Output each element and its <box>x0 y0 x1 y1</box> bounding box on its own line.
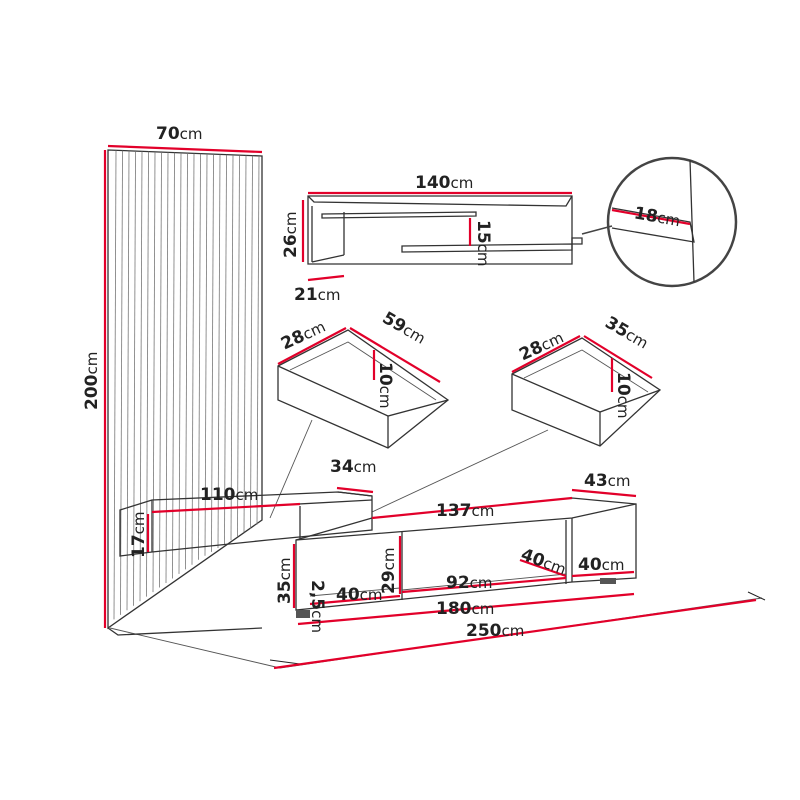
tv-top-width-line <box>371 496 573 520</box>
drawer-large-width-label: 59cm <box>379 308 429 349</box>
hanging-width-label: 110cm <box>200 485 258 505</box>
drawer-large-width-line <box>349 327 441 383</box>
tv-width-label: 180cm <box>436 599 494 619</box>
panel-slat <box>204 153 208 556</box>
drawer-small-width-label: 35cm <box>601 313 651 354</box>
panel-slat <box>113 150 117 620</box>
panel-slat <box>230 154 234 541</box>
wall-shelf <box>307 195 583 265</box>
middle-compartment-label: 92cm <box>446 573 493 593</box>
panel-width-line <box>107 144 263 154</box>
panel-slat <box>237 155 240 537</box>
panel-slat <box>185 153 188 570</box>
panel-slat <box>172 152 175 579</box>
drawer-large-depth-label: 28cm <box>278 317 329 355</box>
panel-slat <box>159 152 162 588</box>
panel-slat <box>198 153 201 560</box>
left-compartment-line <box>309 594 401 606</box>
left-compartment-label: 40cm <box>336 585 383 605</box>
panel-slat <box>243 155 247 533</box>
panel-slat <box>217 154 221 549</box>
leg-height-label: 2,5cm <box>307 580 327 633</box>
drawer-small-width-line <box>583 335 653 379</box>
leader-small-drawer <box>371 429 549 513</box>
panel-slat <box>256 156 260 525</box>
leader-large-drawer <box>269 419 313 519</box>
panel-slat <box>139 151 143 602</box>
drawer-large-depth-line <box>277 327 347 365</box>
shelf-depth-line <box>307 274 345 282</box>
detail-circle <box>581 156 738 288</box>
panel-slat <box>146 151 149 597</box>
detail-depth-label: 18cm <box>633 203 682 231</box>
tv-height-label: 35cm <box>275 557 295 604</box>
total-width-label: 250cm <box>466 621 524 641</box>
panel-slat <box>120 150 123 615</box>
shelf-depth-label: 21cm <box>294 285 341 305</box>
tv-compartment-height-label: 29cm <box>379 547 399 594</box>
shelf-inner-label: 15cm <box>473 220 493 267</box>
detail-depth-line <box>611 208 691 226</box>
panel-slat <box>126 150 130 611</box>
drawer-small-height-label: 10cm <box>613 372 633 419</box>
panel-slat <box>191 153 195 565</box>
small-drawer <box>511 337 662 447</box>
right-drawer-inner-label: 40cm <box>518 545 569 580</box>
drawer-small-depth-line <box>511 335 581 373</box>
panel-slat <box>211 154 214 552</box>
panel-width-label: 70cm <box>156 124 203 144</box>
panel-height-label: 200cm <box>82 352 102 410</box>
panel-slat <box>178 152 182 574</box>
panel-slats <box>113 150 260 620</box>
tv-depth-line <box>571 488 637 498</box>
slatted-wall-panel <box>107 149 263 636</box>
drawer-large-height-label: 10cm <box>375 362 395 409</box>
hanging-width-line <box>151 502 301 514</box>
total-width-line <box>273 598 757 670</box>
middle-compartment-line <box>401 576 567 594</box>
right-compartment-label: 40cm <box>578 555 625 575</box>
tv-depth-label: 43cm <box>584 471 631 491</box>
tv-width-line <box>297 592 635 626</box>
panel-slat <box>224 154 227 545</box>
large-drawer <box>277 329 450 449</box>
panel-slat <box>165 152 169 584</box>
right-compartment-line <box>571 570 635 578</box>
panel-slat <box>250 155 253 529</box>
drawer-small-depth-label: 28cm <box>516 327 567 365</box>
shelf-height-label: 26cm <box>281 211 301 258</box>
hanging-height-label: 17cm <box>129 511 149 558</box>
shelf-length-label: 140cm <box>415 173 473 193</box>
panel-slat <box>133 151 136 606</box>
right-drawer-inner-line <box>519 558 567 578</box>
panel-slat <box>152 151 156 593</box>
hanging-depth-line <box>336 486 374 494</box>
tv-top-width-label: 137cm <box>436 501 494 521</box>
hanging-depth-label: 34cm <box>330 457 377 477</box>
